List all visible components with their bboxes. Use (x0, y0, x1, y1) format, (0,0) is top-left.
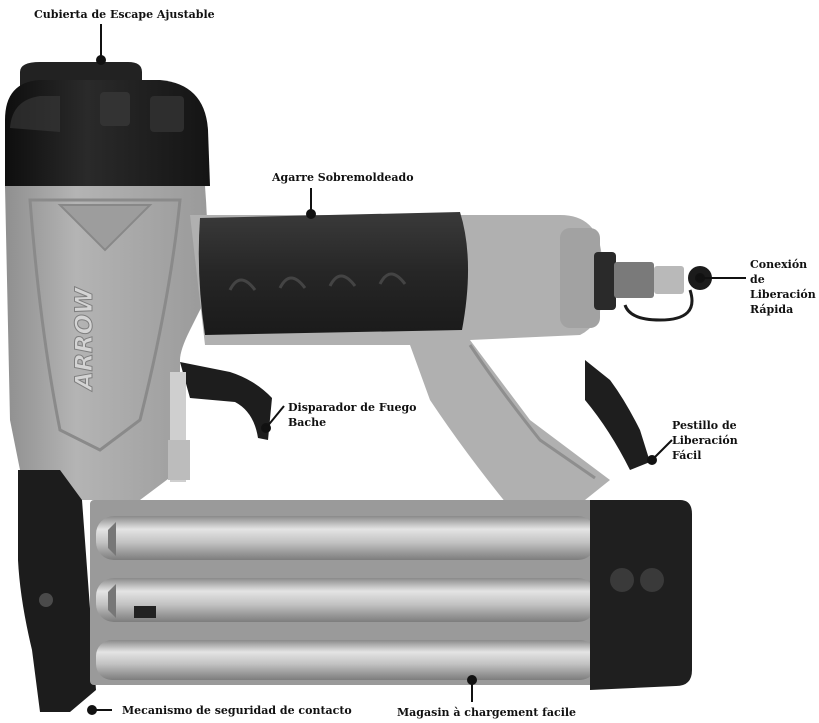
leader-quick-release-dot (695, 273, 705, 283)
label-overmolded-grip: Agarre Sobremoldeado (272, 171, 414, 184)
callout-lines (87, 24, 746, 715)
logo-text: ARROW (70, 286, 98, 392)
label-magazine: Magasin à chargement facile (397, 706, 577, 719)
label-latch: Pestillo de Liberación Fácil (672, 419, 738, 462)
label-trigger: Disparador de Fuego Bache (288, 401, 417, 429)
leader-contact-safety-dot (87, 705, 97, 715)
nailer-body (5, 186, 208, 500)
magazine (90, 500, 692, 690)
label-exhaust-cover: Cubierta de Escape Ajustable (34, 8, 215, 21)
leader-exhaust-dot (96, 55, 106, 65)
leader-magazine-dot (467, 675, 477, 685)
exhaust-cover (5, 62, 210, 188)
contact-safety (18, 470, 96, 712)
label-quick-release: Conexión de Liberación Rápida (750, 258, 816, 316)
trigger (168, 362, 272, 482)
leader-trigger-dot (261, 423, 271, 433)
quick-release-fitting (614, 262, 712, 322)
label-contact-safety: Mecanismo de seguridad de contacto (122, 704, 352, 717)
leader-latch-dot (647, 455, 657, 465)
release-latch (585, 360, 650, 470)
leader-grip-dot (306, 209, 316, 219)
handle-housing (190, 212, 616, 520)
arrow-logo: ARROW (70, 286, 99, 393)
